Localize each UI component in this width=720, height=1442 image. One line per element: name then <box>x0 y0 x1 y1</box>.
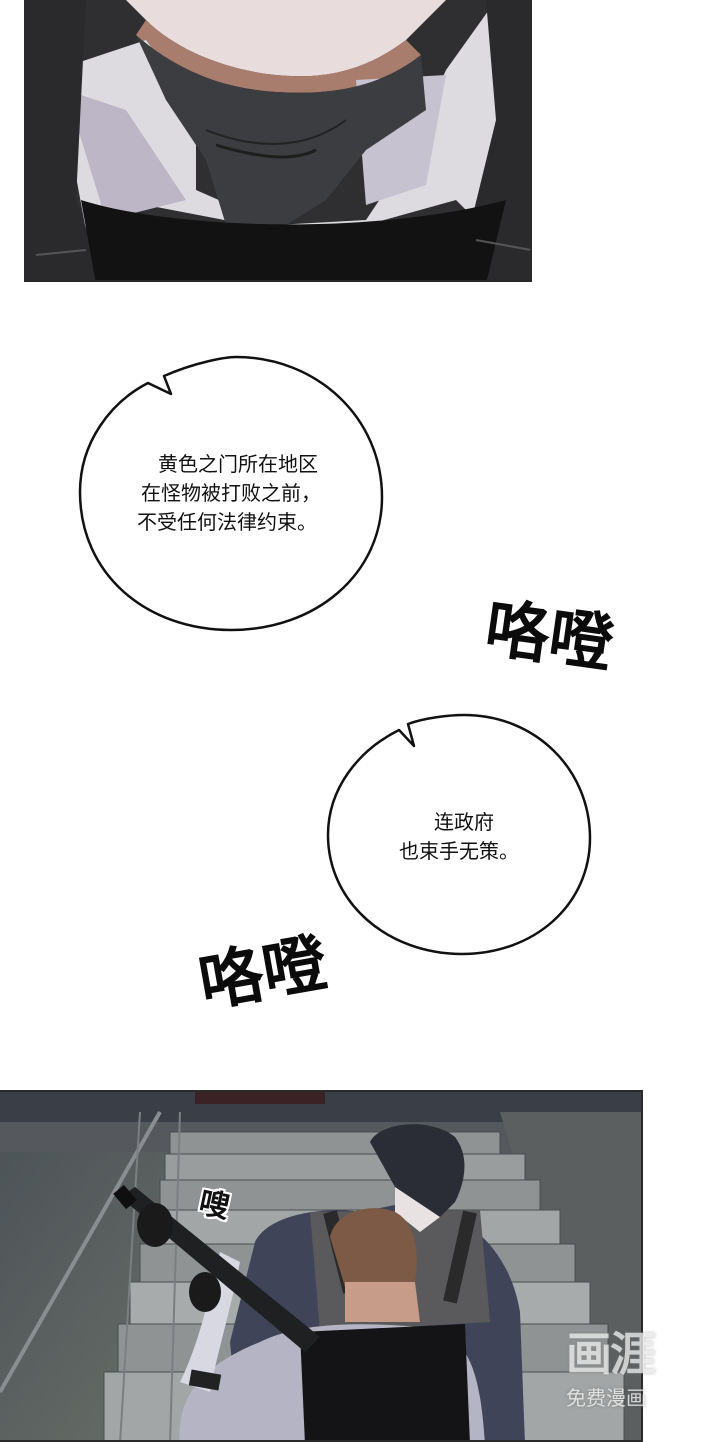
chin-neck-illustration <box>26 0 530 280</box>
bubble-2-text: 连政府 也束手无策。 <box>324 808 594 866</box>
speech-bubble-outline <box>78 355 384 632</box>
comic-panel-top <box>24 0 532 282</box>
watermark-subtitle: 免费漫画 <box>566 1386 646 1410</box>
bubble-1-line-2: 在怪物被打败之前， <box>141 481 321 505</box>
watermark-logo: 画涯 <box>566 1327 656 1381</box>
bubble-2-line-1: 连政府 <box>434 810 494 834</box>
watermark: 画涯 免费漫画 <box>566 1318 686 1418</box>
bubble-2-line-2: 也束手无策。 <box>399 839 519 863</box>
staircase-scene-illustration <box>0 1092 641 1440</box>
speech-bubble-outline <box>326 713 592 956</box>
sound-effect-2: 咯噔 <box>193 926 333 1022</box>
comic-panel-bottom: 嗖 <box>0 1090 643 1442</box>
bubble-1-line-3: 不受任何法律约束。 <box>137 510 317 534</box>
bubble-1-text: 黄色之门所在地区 在怪物被打败之前， 不受任何法律约束。 <box>76 450 386 537</box>
bubble-1-line-1: 黄色之门所在地区 <box>158 452 318 476</box>
speech-bubble-2: 连政府 也束手无策。 <box>324 710 594 958</box>
sound-effect-1: 咯噔 <box>480 591 618 683</box>
speech-bubble-1: 黄色之门所在地区 在怪物被打败之前， 不受任何法律约束。 <box>76 352 386 634</box>
